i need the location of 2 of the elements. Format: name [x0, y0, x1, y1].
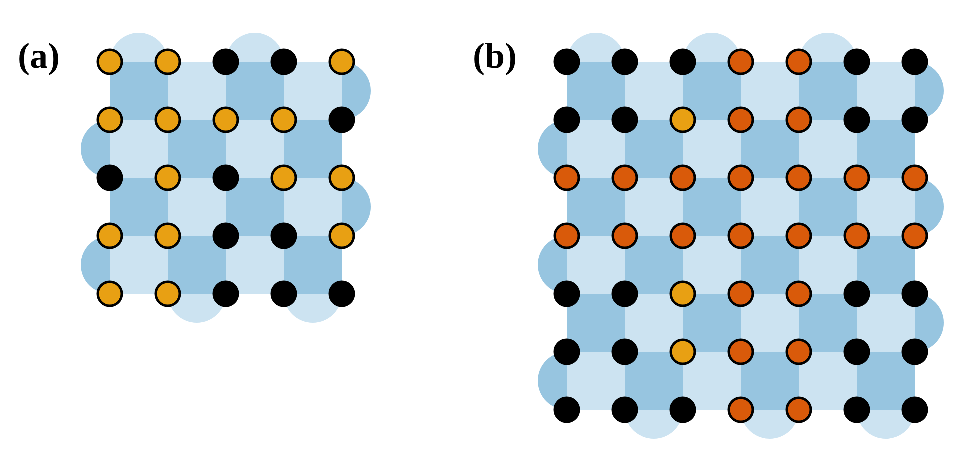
panel-label: (b)	[473, 38, 517, 74]
panel-label: (a)	[18, 38, 60, 74]
